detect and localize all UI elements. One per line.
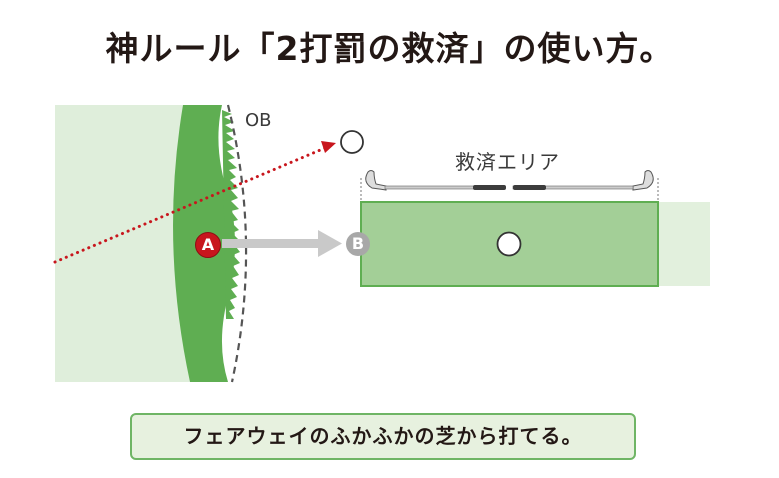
- grass-texture: [222, 110, 240, 319]
- trajectory-arrowhead: [321, 141, 336, 153]
- dropped-ball: [496, 231, 522, 257]
- club-right-icon: [512, 170, 654, 191]
- caption-box: フェアウェイのふかふかの芝から打てる。: [130, 413, 636, 460]
- point-b-marker: B: [346, 232, 370, 256]
- relief-area-label: 救済エリア: [455, 150, 560, 174]
- point-a-marker: A: [195, 232, 221, 258]
- ob-label: OB: [245, 110, 272, 131]
- club-left-icon: [365, 170, 506, 191]
- ob-ball: [340, 130, 364, 154]
- page-title: 神ルール「2打罰の救済」の使い方。: [105, 29, 674, 68]
- relief-area-extension: [658, 202, 710, 286]
- ob-boundary-line: [226, 104, 248, 383]
- fairway-area: [55, 105, 190, 382]
- ball-trajectory: [53, 146, 327, 264]
- drop-arrow-head: [318, 230, 342, 257]
- drop-arrow-shaft: [222, 239, 322, 248]
